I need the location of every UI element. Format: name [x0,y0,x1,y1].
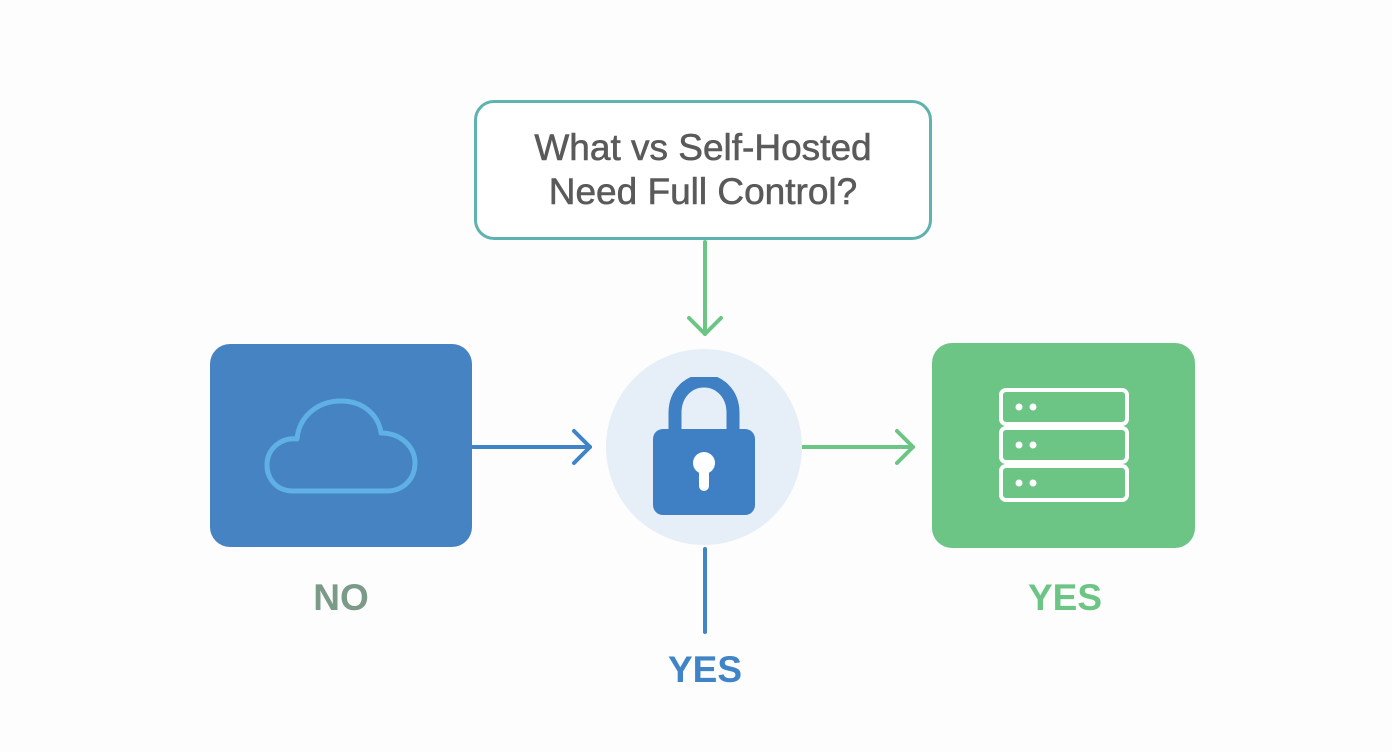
arrow-question-to-lock [687,240,723,336]
question-line-2: Need Full Control? [548,171,858,213]
cloud-node [210,344,472,547]
arrow-lock-to-server [798,429,915,465]
question-box: What vs Self-Hosted Need Full Control? [474,100,932,240]
arrow-cloud-to-lock [471,429,592,465]
lock-icon [653,377,755,515]
question-line-1: What vs Self-Hosted [534,127,872,169]
lock-node [606,349,802,545]
label-no: NO [313,577,369,618]
label-yes-bottom: YES [667,649,743,690]
label-yes-right: YES [1027,577,1103,618]
cloud-icon [264,398,418,493]
server-icon [998,387,1129,502]
server-node [932,343,1195,548]
